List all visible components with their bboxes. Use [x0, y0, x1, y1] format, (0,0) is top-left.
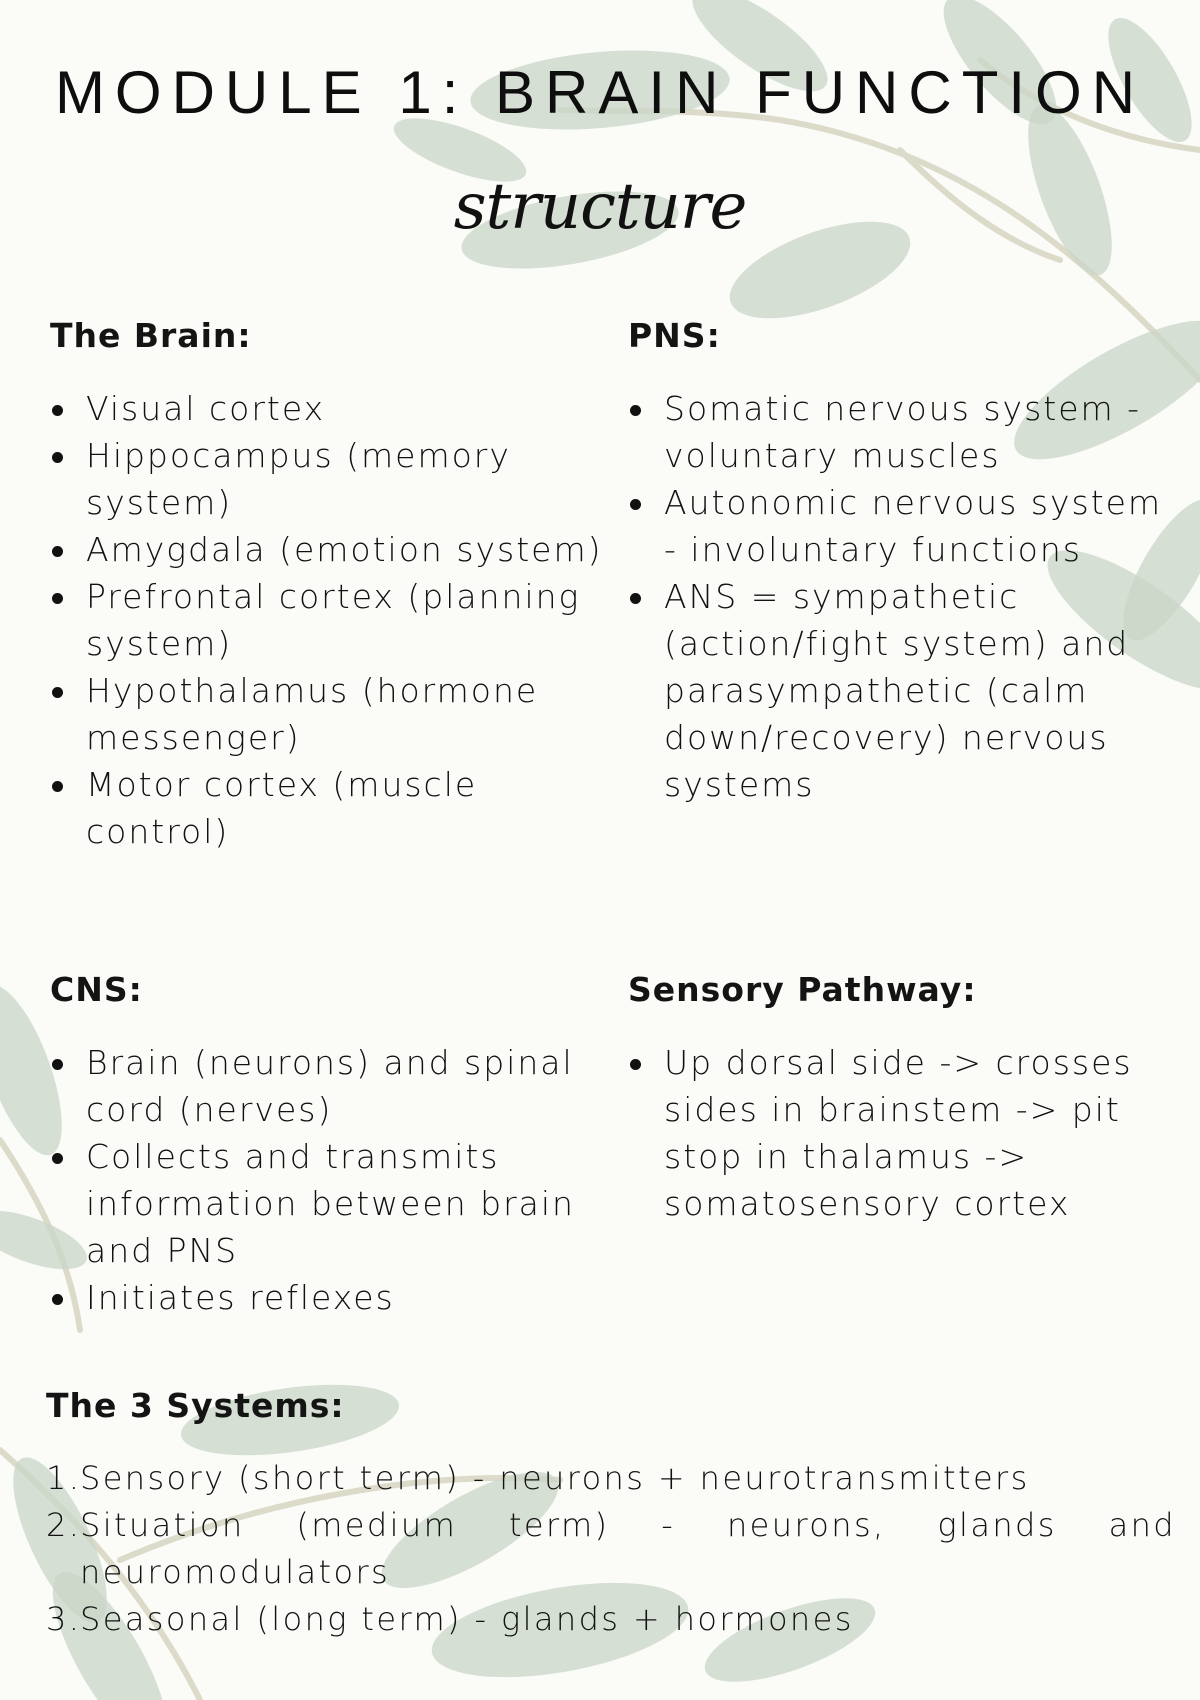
list-item-text: Situation (medium term) - neurons, gland…	[80, 1506, 1176, 1591]
list-item: Hypothalamus (hormone messenger)	[50, 667, 605, 761]
list-item: Up dorsal side -> crosses sides in brain…	[628, 1039, 1173, 1227]
section-pns: PNS: Somatic nervous system - voluntary …	[628, 316, 1173, 808]
bullet-list: Up dorsal side -> crosses sides in brain…	[628, 1039, 1173, 1227]
list-number: 3.	[46, 1600, 82, 1638]
list-item: Visual cortex	[50, 385, 605, 432]
list-item: Autonomic nervous system - involuntary f…	[628, 479, 1173, 573]
section-heading: Sensory Pathway:	[628, 970, 977, 1009]
list-item: 3. Seasonal (long term) - glands + hormo…	[46, 1596, 1176, 1643]
list-item: 1. Sensory (short term) - neurons + neur…	[46, 1455, 1176, 1502]
section-cns: CNS: Brain (neurons) and spinal cord (ne…	[50, 970, 610, 1321]
list-number: 1.	[46, 1459, 82, 1497]
leaf-cluster-top-right	[393, 0, 1200, 690]
list-item-text: Seasonal (long term) - glands + hormones	[80, 1600, 854, 1638]
numbered-list: 1. Sensory (short term) - neurons + neur…	[46, 1455, 1176, 1643]
leaf-cluster-bottom-left	[0, 984, 876, 1700]
section-the-brain: The Brain: Visual cortex Hippocampus (me…	[50, 316, 605, 855]
list-item: Brain (neurons) and spinal cord (nerves)	[50, 1039, 610, 1133]
list-item: Motor cortex (muscle control)	[50, 761, 605, 855]
list-item: Amygdala (emotion system)	[50, 526, 605, 573]
bullet-list: Somatic nervous system - voluntary muscl…	[628, 385, 1173, 808]
section-the-3-systems: The 3 Systems: 1. Sensory (short term) -…	[46, 1386, 1176, 1643]
list-item: Collects and transmits information betwe…	[50, 1133, 610, 1274]
list-number: 2.	[46, 1506, 82, 1544]
bullet-list: Brain (neurons) and spinal cord (nerves)…	[50, 1039, 610, 1321]
list-item: ANS = sympathetic (action/fight system) …	[628, 573, 1173, 808]
section-heading: The 3 Systems:	[46, 1386, 345, 1425]
section-heading: The Brain:	[50, 316, 252, 355]
list-item: Hippocampus (memory system)	[50, 432, 605, 526]
list-item: Initiates reflexes	[50, 1274, 610, 1321]
section-sensory-pathway: Sensory Pathway: Up dorsal side -> cross…	[628, 970, 1173, 1227]
list-item: Prefrontal cortex (planning system)	[50, 573, 605, 667]
list-item-text: Sensory (short term) - neurons + neurotr…	[80, 1459, 1030, 1497]
section-heading: CNS:	[50, 970, 143, 1009]
bullet-list: Visual cortex Hippocampus (memory system…	[50, 385, 605, 855]
list-item: 2. Situation (medium term) - neurons, gl…	[46, 1502, 1176, 1596]
section-heading: PNS:	[628, 316, 721, 355]
page-title: MODULE 1: BRAIN FUNCTION	[54, 59, 1146, 126]
list-item: Somatic nervous system - voluntary muscl…	[628, 385, 1173, 479]
page-subtitle: structure	[453, 170, 748, 244]
